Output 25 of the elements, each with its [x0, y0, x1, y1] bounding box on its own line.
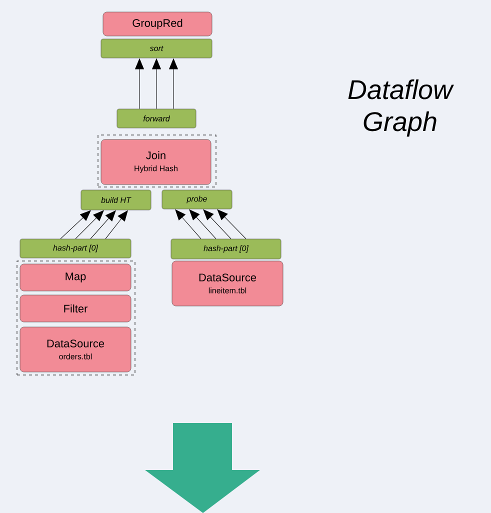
arrow	[217, 209, 246, 240]
arrow	[152, 58, 161, 110]
operator-box: Map	[20, 264, 132, 292]
operator-box: Join Hybrid Hash	[100, 139, 212, 185]
strategy-box: sort	[100, 38, 212, 58]
arrow	[189, 209, 216, 240]
arrow	[169, 58, 178, 110]
strategy-box: hash-part [0]	[20, 238, 132, 258]
operator-box: GroupRed	[102, 12, 212, 36]
strategy-box: hash-part [0]	[170, 238, 282, 260]
arrow	[175, 209, 202, 240]
operator-box: Filter	[20, 294, 132, 322]
title: Dataflow Graph	[348, 79, 454, 137]
strategy-box: probe	[162, 190, 232, 210]
strategy-box: build HT	[80, 190, 152, 210]
arrow	[60, 210, 91, 240]
arrow	[203, 209, 232, 240]
arrow	[135, 58, 144, 110]
arrow	[105, 210, 128, 240]
arrow	[75, 210, 104, 240]
operator-box: DataSource lineitem.tbl	[172, 260, 284, 306]
group-box	[16, 260, 136, 376]
arrow	[90, 210, 116, 240]
operator-box: DataSource orders.tbl	[20, 326, 132, 372]
strategy-box: forward	[116, 108, 196, 128]
